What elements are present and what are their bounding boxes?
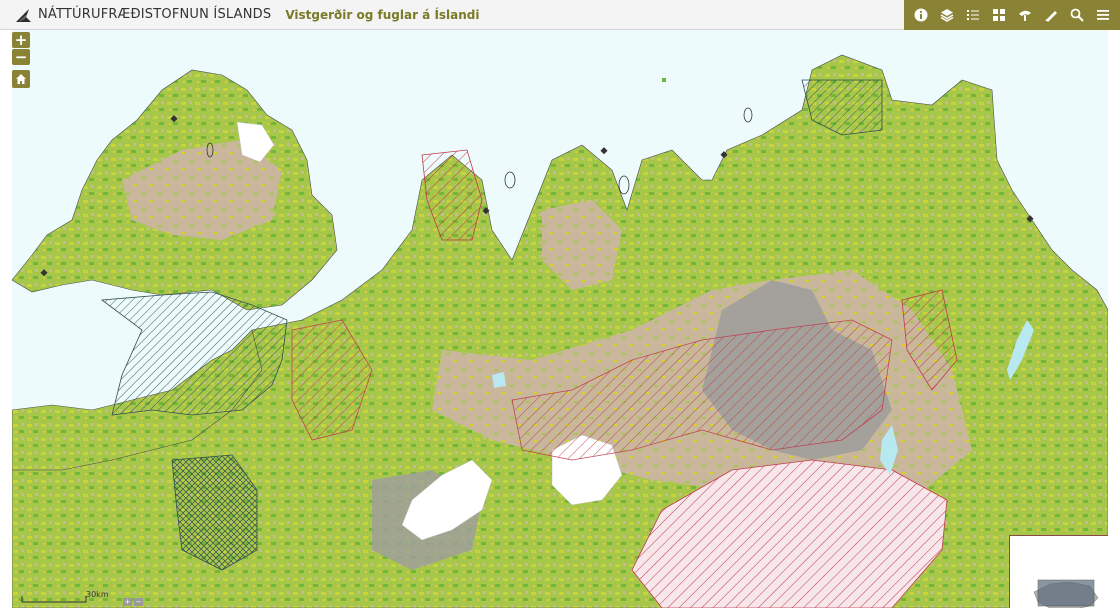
- westfjords-highland: [122, 140, 282, 240]
- print-icon[interactable]: [1014, 4, 1036, 26]
- home-icon: [16, 74, 26, 84]
- scale-bar: [21, 596, 87, 603]
- mini-zoom-in-button[interactable]: +: [123, 598, 132, 606]
- zoom-in-button[interactable]: +: [12, 32, 30, 48]
- troll-peninsula-highland: [542, 200, 622, 290]
- zoom-out-button[interactable]: −: [12, 49, 30, 65]
- protected-area-east: [901, 289, 958, 391]
- island-grimsey: [743, 107, 753, 123]
- overview-map-graphic: [1033, 579, 1099, 608]
- marker-point: [482, 207, 490, 215]
- lake-myvatn: [492, 372, 506, 388]
- protected-area-breidafjordur: [100, 291, 288, 416]
- island-vigur: [206, 142, 214, 158]
- glacier-drangajokull: [236, 121, 275, 163]
- lake-thingvallavatn: [880, 425, 898, 475]
- scale-label: 30km: [86, 590, 109, 599]
- protected-area-north-peninsula: [421, 149, 483, 241]
- protected-area-melrakkaslétta: [801, 79, 883, 136]
- measure-icon[interactable]: [1040, 4, 1062, 26]
- map-layer: [12, 54, 1108, 608]
- mini-zoom-out-button[interactable]: −: [134, 598, 143, 606]
- overview-map[interactable]: [1009, 535, 1108, 608]
- basemap-gallery-icon[interactable]: [988, 4, 1010, 26]
- island-flatey: [504, 171, 516, 189]
- river-lagarfljot: [1007, 320, 1034, 380]
- mini-controls: + −: [123, 598, 143, 606]
- toolbar: [904, 0, 1120, 30]
- legend-icon[interactable]: [962, 4, 984, 26]
- menu-icon[interactable]: [1092, 4, 1114, 26]
- glacier-langjokull: [401, 459, 493, 541]
- top-bar: NÁTTÚRUFRÆÐISTOFNUN ÍSLANDS Vistgerðir o…: [0, 0, 1120, 30]
- protected-area-west-interior: [291, 319, 373, 441]
- protected-area-central-highlands: [511, 319, 893, 461]
- island-hrisey: [618, 175, 630, 195]
- map-canvas[interactable]: [12, 30, 1108, 608]
- home-button[interactable]: [12, 70, 30, 88]
- org-name: NÁTTÚRUFRÆÐISTOFNUN ÍSLANDS: [38, 7, 272, 22]
- bird-logo-icon: [16, 8, 31, 22]
- info-icon[interactable]: [910, 4, 932, 26]
- map-title: Vistgerðir og fuglar á Íslandi: [285, 7, 480, 22]
- protected-area-myrar: [171, 454, 258, 571]
- search-icon[interactable]: [1066, 4, 1088, 26]
- marker-point: [720, 151, 728, 159]
- marker-point: [662, 78, 666, 82]
- overview-extent: [1037, 579, 1095, 607]
- layers-icon[interactable]: [936, 4, 958, 26]
- protected-area-vatnajokull-hatch: [631, 459, 948, 608]
- marker-point: [600, 147, 608, 155]
- marker-point: [170, 115, 178, 123]
